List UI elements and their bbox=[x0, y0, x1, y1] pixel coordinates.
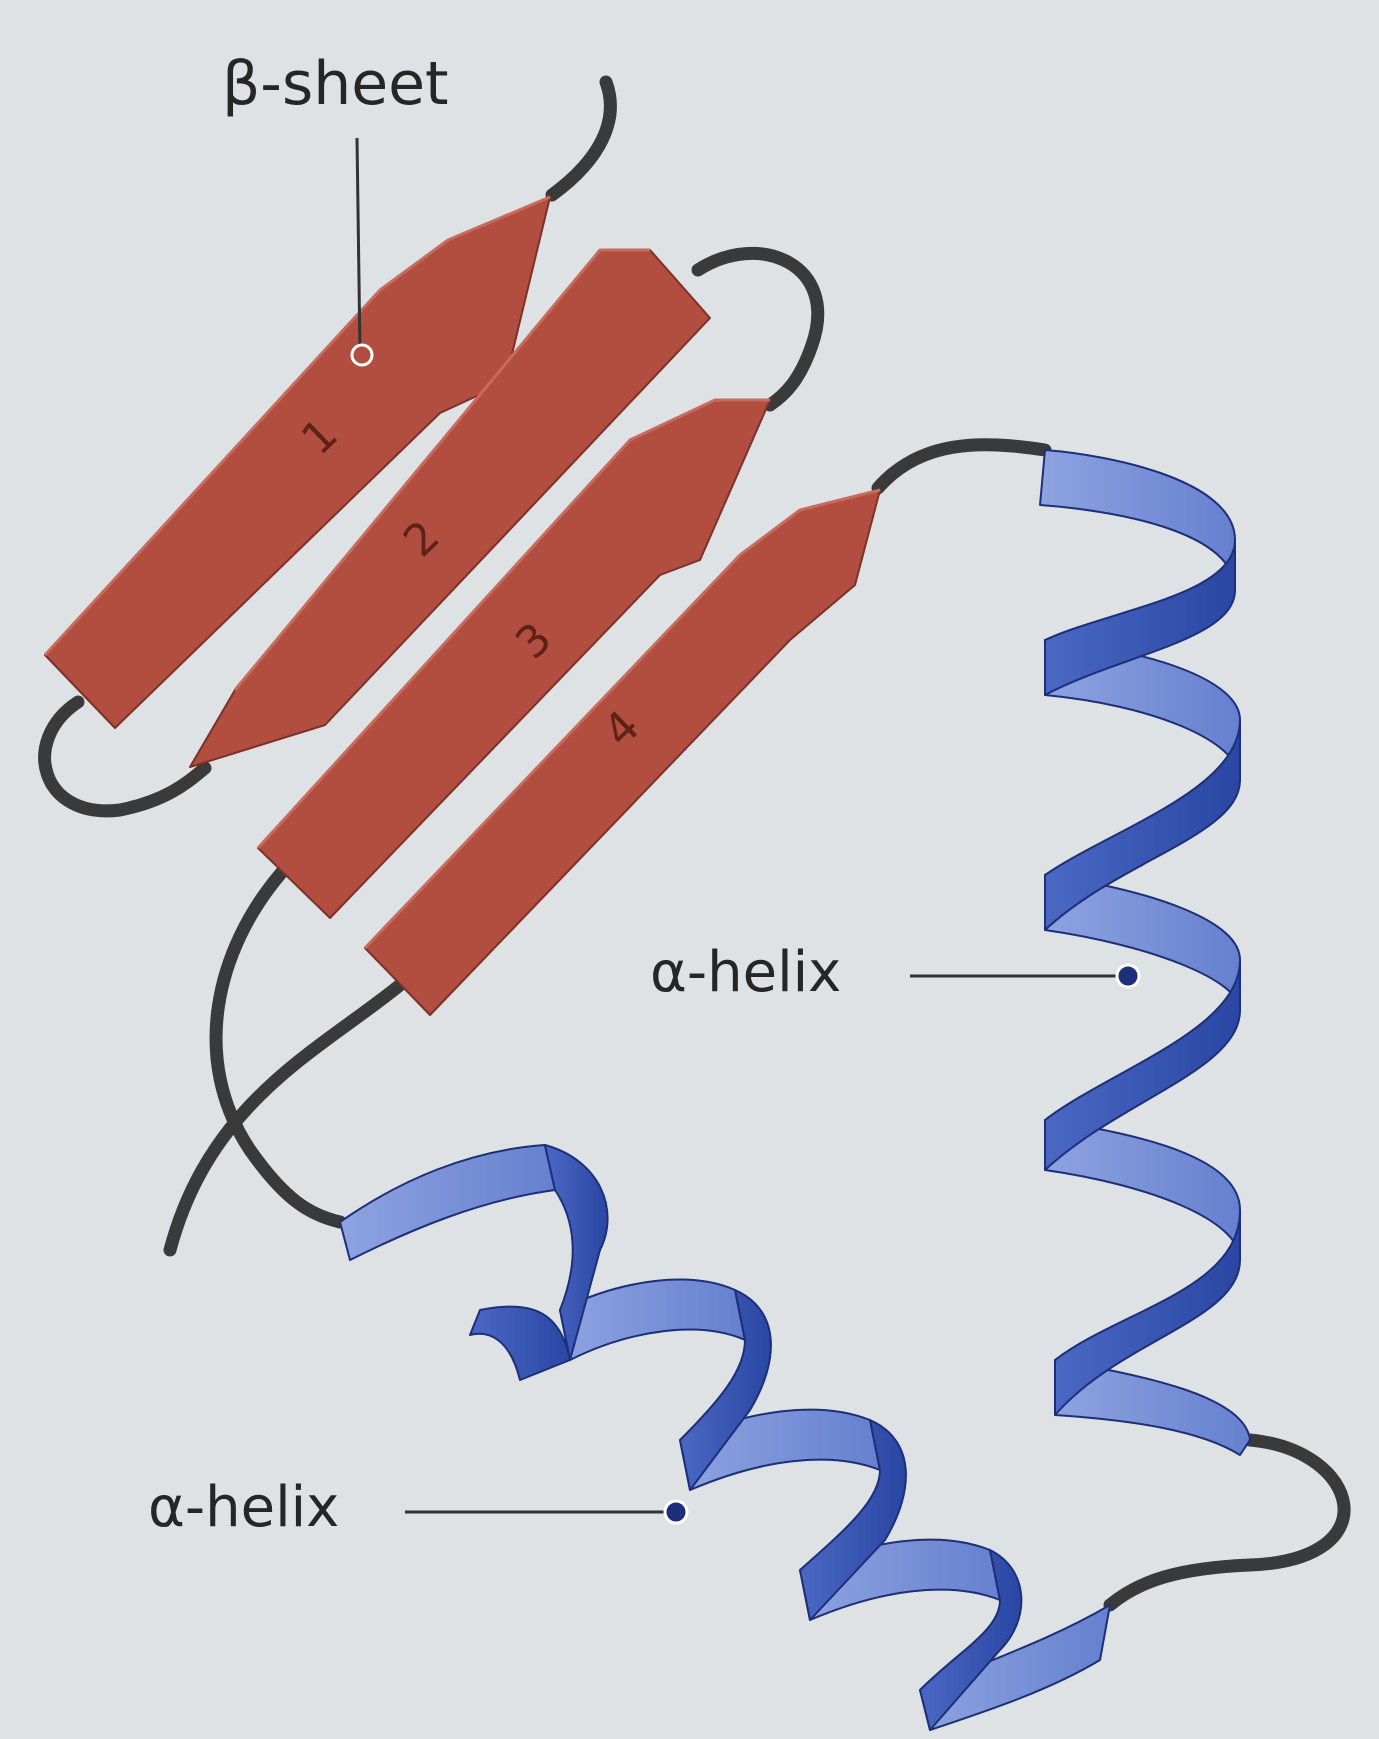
alpha-helix-left-label: α-helix bbox=[148, 1480, 339, 1536]
alpha-helix-right-label: α-helix bbox=[650, 945, 841, 1001]
helix-right-marker bbox=[1117, 965, 1139, 987]
beta-sheet-label: β-sheet bbox=[222, 54, 449, 114]
beta-sheet-marker bbox=[352, 345, 372, 365]
helix-left-marker bbox=[665, 1501, 687, 1523]
